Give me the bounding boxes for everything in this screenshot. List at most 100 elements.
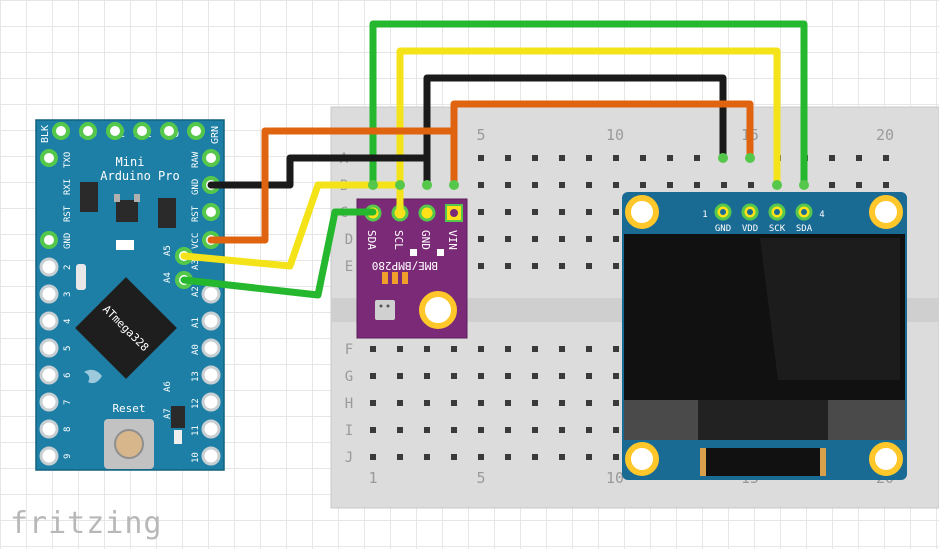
mounting-hole [625, 195, 659, 229]
bme280-sensor[interactable]: SDA SCL GND VIN BME/BMP280 [356, 198, 468, 339]
pin-label: 11 [191, 425, 201, 436]
breadboard-hole [559, 209, 565, 215]
breadboard-hole [505, 182, 511, 188]
breadboard-hole [478, 373, 484, 379]
fritzing-logo-icon [84, 369, 102, 384]
pin-label: RAW [191, 151, 201, 168]
pin-label: BLK [40, 125, 51, 143]
breadboard-hole [586, 373, 592, 379]
breadboard-hole [505, 454, 511, 460]
wire-endpoint [368, 180, 378, 190]
reset-label: Reset [112, 402, 145, 415]
breadboard-hole [694, 182, 700, 188]
breadboard-hole [559, 155, 565, 161]
breadboard-hole [613, 155, 619, 161]
pin-label: RST [63, 205, 73, 222]
breadboard-hole [370, 373, 376, 379]
pin-label: GRN [210, 126, 221, 144]
reset-button[interactable] [104, 419, 154, 469]
pin-label: SCK [769, 224, 786, 234]
breadboard-hole [532, 400, 538, 406]
breadboard-hole [586, 155, 592, 161]
breadboard-hole [829, 155, 835, 161]
pin-label: 8 [63, 427, 73, 432]
breadboard-hole [505, 400, 511, 406]
breadboard-hole [397, 373, 403, 379]
bb-row-letter: D [345, 232, 353, 248]
breadboard-hole [451, 454, 457, 460]
breadboard-hole [397, 346, 403, 352]
breadboard-hole [424, 400, 430, 406]
breadboard-hole [559, 346, 565, 352]
bb-top-number: 20 [876, 126, 894, 144]
wire-endpoint [745, 153, 755, 163]
breadboard-hole [586, 209, 592, 215]
breadboard-hole [478, 400, 484, 406]
wire-green[interactable] [180, 208, 377, 299]
breadboard-hole [478, 182, 484, 188]
pin-label: SCL [392, 230, 405, 250]
pin-label: RXI [63, 179, 73, 195]
mounting-hole [625, 442, 659, 476]
pin-label: SDA [796, 224, 813, 234]
wire-yellow[interactable] [180, 181, 404, 270]
bb-row-letter: H [345, 396, 353, 412]
pin-label: A2 [191, 286, 201, 297]
pin-label: GND [191, 179, 201, 195]
pin-label: VIN [446, 230, 459, 250]
breadboard-hole [748, 182, 754, 188]
breadboard-hole [640, 182, 646, 188]
breadboard-hole [505, 155, 511, 161]
wire-endpoint [422, 180, 432, 190]
ribbon-connector [700, 448, 826, 476]
wire-orange[interactable] [450, 100, 754, 189]
pin-label: GND [419, 230, 432, 250]
pin-label: 4 [63, 319, 73, 324]
breadboard-hole [586, 400, 592, 406]
wire-endpoint [799, 180, 809, 190]
breadboard-hole [505, 263, 511, 269]
bb-top-number: 5 [476, 126, 485, 144]
wire-green[interactable] [369, 20, 808, 189]
pin-label: VDD [742, 224, 758, 234]
bb-top-number: 10 [606, 126, 624, 144]
regulator-chip [80, 182, 98, 212]
breadboard-hole [613, 263, 619, 269]
breadboard-hole [424, 346, 430, 352]
breadboard-hole [505, 209, 511, 215]
breadboard-hole [829, 182, 835, 188]
mounting-hole [869, 442, 903, 476]
arduino-title: Mini [116, 155, 145, 169]
breadboard-hole [370, 346, 376, 352]
breadboard-hole [559, 454, 565, 460]
pin-label: 13 [191, 371, 201, 382]
pin-label: 3 [63, 292, 73, 297]
breadboard-hole [586, 236, 592, 242]
arduino-left-labels: TXO RXI RST GND 2 3 4 5 6 7 8 9 [63, 152, 73, 459]
breadboard-hole [451, 400, 457, 406]
breadboard-hole [586, 182, 592, 188]
bb-bottom-number: 5 [476, 469, 485, 487]
oled-display[interactable]: 1 4 GND VDD SCK SDA [622, 192, 907, 480]
breadboard-hole [478, 346, 484, 352]
breadboard-hole [451, 373, 457, 379]
breadboard-hole [613, 346, 619, 352]
breadboard-hole [505, 346, 511, 352]
pin-label: A0 [191, 344, 201, 355]
breadboard-hole [856, 182, 862, 188]
breadboard-hole [559, 236, 565, 242]
bb-bottom-number: 10 [606, 469, 624, 487]
arduino-left-pins [39, 149, 59, 466]
breadboard-hole [586, 346, 592, 352]
breadboard-hole [586, 263, 592, 269]
transistor-chip [116, 200, 138, 222]
pin-label: A3 [191, 259, 201, 270]
breadboard-hole [640, 155, 646, 161]
sensor-name: BME/BMP280 [372, 259, 438, 272]
arduino-pro-mini[interactable]: BLK GND VCC RXI TXO GRN Mini Arduino Pro… [35, 119, 225, 471]
breadboard-hole [532, 263, 538, 269]
breadboard-hole [856, 155, 862, 161]
breadboard-hole [451, 346, 457, 352]
breadboard-hole [397, 400, 403, 406]
